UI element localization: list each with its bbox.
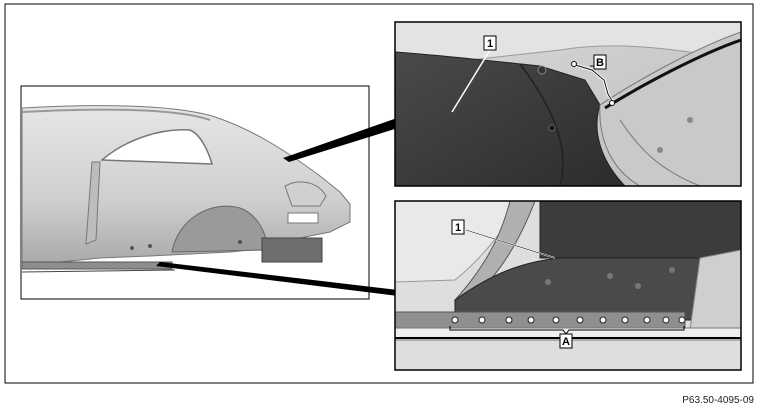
overview-panel xyxy=(20,85,370,300)
panel-hole xyxy=(635,283,641,289)
callout-1-bottom: 1 xyxy=(455,222,461,234)
rivet xyxy=(678,316,686,324)
taillight-area xyxy=(284,181,327,207)
rivet xyxy=(621,316,629,324)
rear-wheel-arch xyxy=(171,205,269,253)
callout-box xyxy=(593,54,607,70)
sill-line xyxy=(22,269,176,273)
callout-leader xyxy=(465,229,556,259)
flange-b-point xyxy=(609,100,615,106)
sill-panel-dark xyxy=(539,201,741,261)
flange-b-point xyxy=(571,61,577,67)
rivet xyxy=(662,316,670,324)
detail-top-frame xyxy=(394,21,742,187)
panel-hole xyxy=(537,65,547,75)
callout-leader xyxy=(451,49,491,113)
figure-id: P63.50-4095-09 xyxy=(682,395,754,406)
right-structure xyxy=(689,249,741,331)
mount-point xyxy=(148,244,152,248)
rivet xyxy=(451,316,459,324)
rivet xyxy=(505,316,513,324)
rear-arch-inner xyxy=(619,119,701,186)
sill-strip xyxy=(395,311,686,329)
rivet xyxy=(478,316,486,324)
panel-hole xyxy=(669,267,675,273)
leader-bottom xyxy=(156,262,398,296)
panel-hole xyxy=(548,124,556,132)
b-pillar xyxy=(85,161,101,245)
panel-hole xyxy=(657,147,663,153)
flange-b-outline xyxy=(571,63,615,105)
callout-1-top: 1 xyxy=(487,38,493,50)
mount-point xyxy=(130,246,134,250)
callout-a: A xyxy=(562,336,570,348)
callout-box xyxy=(483,35,497,51)
callout-box xyxy=(559,333,573,349)
license-recess xyxy=(287,212,319,224)
mount-point xyxy=(238,240,242,244)
panel-hole xyxy=(687,117,693,123)
callout-b: B xyxy=(596,57,604,69)
detail-bottom-frame xyxy=(394,200,742,371)
rivet xyxy=(643,316,651,324)
roof-rail xyxy=(22,108,211,121)
rear-arch-frame xyxy=(599,31,741,186)
detail-top-panel: 1 B xyxy=(394,21,742,187)
sill-rail xyxy=(22,261,173,270)
inner-panel-dark xyxy=(395,51,626,186)
rivet xyxy=(599,316,607,324)
panel-hole xyxy=(545,279,551,285)
rivet xyxy=(552,316,560,324)
rivet xyxy=(576,316,584,324)
callout-box xyxy=(451,219,465,235)
detail-bottom-panel: 1 A xyxy=(394,200,742,371)
panel-hole xyxy=(607,273,613,279)
rivet-row xyxy=(451,316,686,324)
panel-contour xyxy=(519,63,564,186)
rivet xyxy=(527,316,535,324)
underbody-tank xyxy=(261,237,323,263)
side-window xyxy=(100,129,214,165)
rear-arch-edge xyxy=(604,38,741,110)
leader-top xyxy=(283,118,398,162)
